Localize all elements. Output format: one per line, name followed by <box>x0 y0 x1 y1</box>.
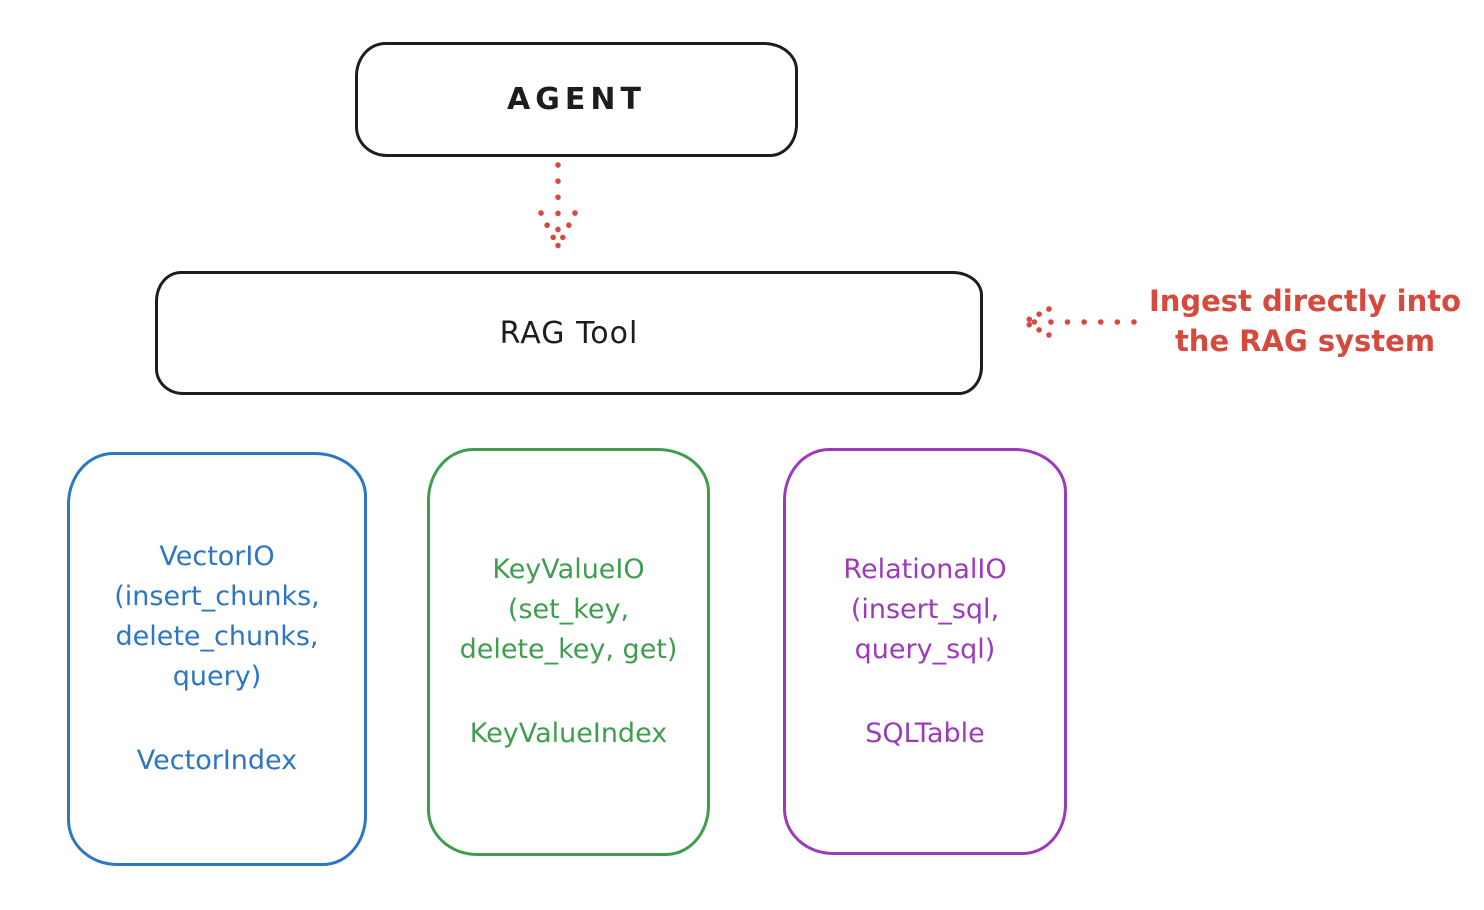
relationalio-title-line3: query_sql) <box>854 633 996 665</box>
keyvalueio-title-line2: (set_key, <box>507 594 630 625</box>
vectorio-title-line4: query) <box>172 661 262 692</box>
vectorio-title-line1: VectorIO <box>159 541 275 572</box>
keyvalueio-title-line1: KeyValueIO <box>492 554 645 585</box>
relationalio-title-line2: (insert_sql, <box>850 593 1000 625</box>
agent-label: AGENT <box>507 82 646 117</box>
keyvalueio-text: KeyValueIO (set_key, delete_key, get) Ke… <box>460 550 678 754</box>
keyvalueio-subtitle: KeyValueIndex <box>469 718 668 749</box>
keyvalueio-node: KeyValueIO (set_key, delete_key, get) Ke… <box>427 448 710 856</box>
keyvalueio-title-line3: delete_key, get) <box>459 634 678 665</box>
relationalio-title-line1: RelationalIO <box>843 553 1007 585</box>
vectorio-title-line3: delete_chunks, <box>115 621 319 652</box>
ingest-annotation-line1: Ingest directly into <box>1148 284 1462 318</box>
vectorio-title-line2: (insert_chunks, <box>114 581 320 612</box>
annotation-to-ragtool-arrow <box>1021 306 1137 338</box>
vectorio-text: VectorIO (insert_chunks, delete_chunks, … <box>114 537 319 781</box>
vectorio-subtitle: VectorIndex <box>136 745 298 776</box>
vectorio-node: VectorIO (insert_chunks, delete_chunks, … <box>67 452 367 866</box>
agent-to-ragtool-arrow <box>538 162 578 254</box>
relationalio-text: RelationalIO (insert_sql, query_sql) SQL… <box>843 550 1006 754</box>
agent-node: AGENT <box>355 42 798 157</box>
relationalio-node: RelationalIO (insert_sql, query_sql) SQL… <box>783 448 1067 855</box>
ingest-annotation: Ingest directly into the RAG system <box>1140 281 1470 361</box>
rag-tool-label: RAG Tool <box>499 315 639 351</box>
relationalio-subtitle: SQLTable <box>865 717 985 749</box>
ingest-annotation-line2: the RAG system <box>1174 324 1436 358</box>
rag-tool-node: RAG Tool <box>155 271 983 395</box>
